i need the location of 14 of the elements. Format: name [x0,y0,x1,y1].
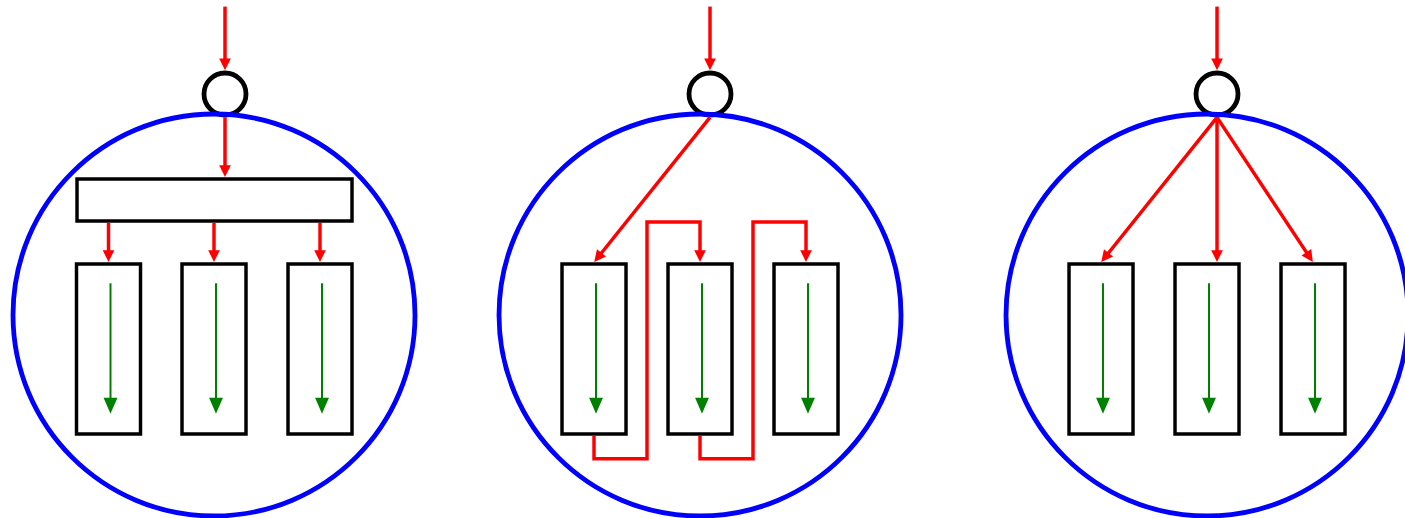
column-box [286,262,354,436]
column-box [74,262,143,436]
arrow [698,220,812,461]
column-box [180,262,248,436]
column-box [1173,262,1241,436]
arrow [592,220,706,461]
column-box [666,262,734,436]
large-circle [10,111,418,518]
column-box [560,262,628,436]
column-box [772,262,840,436]
column-box [1067,262,1135,436]
large-circle [496,111,904,518]
bar-box [75,177,354,223]
column-box [1279,262,1347,436]
